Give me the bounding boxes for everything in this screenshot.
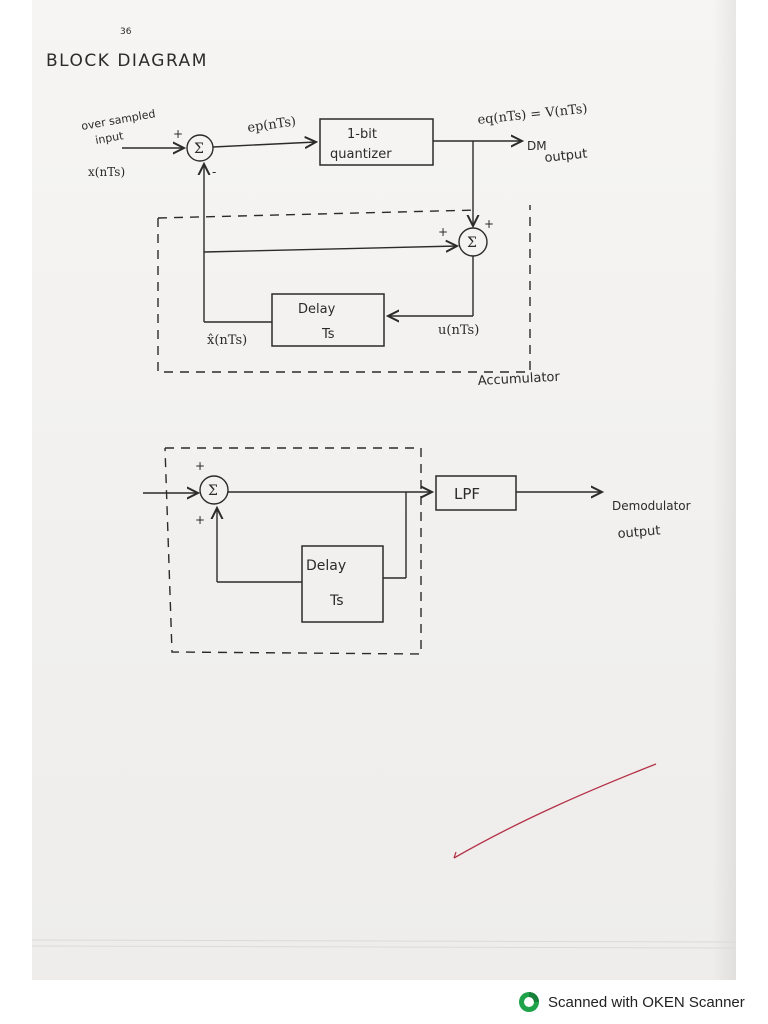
- ruled-lines: [31, 939, 737, 949]
- stray-pen-mark: [453, 763, 657, 859]
- summing-junction: [186, 134, 214, 162]
- accumulator-plus-left: +: [438, 225, 448, 239]
- sum-symbol: Σ: [194, 141, 204, 157]
- feedback-to-accumulator-arrow: [203, 246, 457, 252]
- accumulator-boundary: [157, 205, 531, 373]
- accumulator-plus-top: +: [484, 217, 494, 231]
- quantized-signal-label: eq(nTs) = V(nTs): [477, 102, 588, 128]
- output-label-line2: output: [544, 147, 588, 166]
- demod-plus-top: +: [195, 459, 205, 473]
- page-edge-shadow: [712, 0, 736, 980]
- demodulator-diagram: Σ + + Delay Ts LPF Demodulator output: [143, 447, 691, 655]
- scanner-watermark: Scanned with OKEN Scanner: [518, 988, 745, 1016]
- quantizer-block: [319, 118, 434, 166]
- scanner-text: Scanned with OKEN Scanner: [548, 993, 745, 1011]
- demod-delay-label-line1: Delay: [306, 558, 346, 574]
- demod-summing-junction: [199, 475, 229, 505]
- demod-output-label-line2: output: [617, 523, 661, 542]
- input-signal-label: x(nTs): [88, 165, 125, 179]
- lpf-label: LPF: [454, 485, 480, 503]
- lpf-block: [435, 475, 517, 511]
- plus-sign: +: [173, 127, 183, 141]
- oken-logo-icon: [518, 991, 540, 1013]
- error-signal-label: ep(nTs): [246, 114, 297, 136]
- demod-delay-block: [301, 545, 384, 623]
- stray-pen-hook: [453, 851, 457, 859]
- minus-sign: -: [212, 165, 216, 179]
- delay-block: [271, 293, 385, 347]
- demod-sum-symbol: Σ: [208, 483, 218, 499]
- modulator-diagram: over sampled input x(nTs) Σ + - ep(nTs) …: [80, 102, 588, 389]
- delay-label-line2: Ts: [321, 327, 335, 342]
- demod-output-label-line1: Demodulator: [612, 499, 691, 513]
- output-label-line1: DM: [527, 139, 547, 153]
- input-label-line2: input: [94, 129, 125, 147]
- delay-label-line1: Delay: [298, 302, 336, 317]
- page-heading: BLOCK DIAGRAM: [46, 51, 208, 71]
- accumulated-signal-label: u(nTs): [438, 323, 479, 338]
- accumulator-sum-symbol: Σ: [467, 235, 477, 251]
- error-arrow: [212, 142, 316, 147]
- demod-delay-label-line2: Ts: [329, 593, 344, 609]
- notebook-page: [32, 0, 736, 980]
- demod-plus-bottom: +: [195, 513, 205, 527]
- feedback-signal-label: x̂(nTs): [207, 333, 247, 348]
- accumulator-label: Accumulator: [477, 370, 560, 389]
- quantizer-label-line1: 1-bit: [347, 127, 377, 142]
- quantizer-label-line2: quantizer: [330, 147, 392, 162]
- page-mark: 36: [120, 27, 132, 37]
